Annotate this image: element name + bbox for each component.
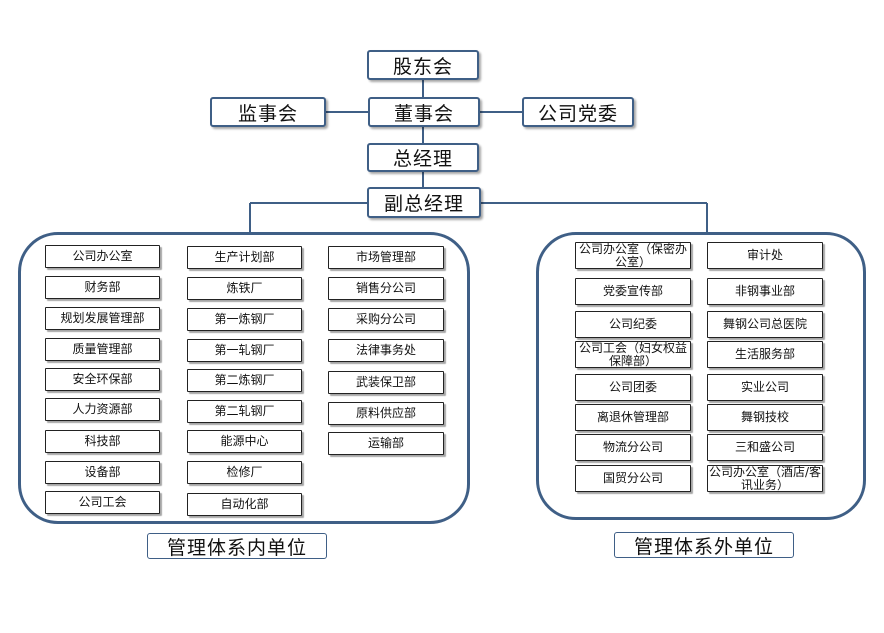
unit-label: 法律事务处 [355,343,416,357]
outer-col1-unit: 公司团委 [575,374,691,401]
unit-label: 武装保卫部 [355,375,416,389]
unit-label: 自动化部 [220,497,269,511]
outer-col1-unit: 离退休管理部 [575,404,691,431]
outer-col2-unit: 公司办公室（酒店/客讯业务） [707,465,823,492]
outer-col2-unit: 非钢事业部 [707,278,823,305]
outer-col1-unit: 公司工会（妇女权益保障部） [575,341,691,368]
inner-col2-unit: 检修厂 [187,461,302,484]
inner-col1-unit: 安全环保部 [45,368,160,391]
unit-label: 公司工会 [78,495,127,509]
unit-label: 原料供应部 [355,406,416,420]
inner-col2-unit: 炼铁厂 [187,277,302,300]
board-label: 董事会 [393,102,454,125]
inner-col3-unit: 采购分公司 [328,308,444,331]
inner-col2-unit: 能源中心 [187,430,302,453]
unit-label: 舞钢技校 [740,410,789,424]
outer-col2-unit: 舞钢技校 [707,404,823,431]
outer-col2-unit: 三和盛公司 [707,434,823,461]
outer-col2-unit: 生活服务部 [707,341,823,368]
unit-label: 生产计划部 [214,250,275,264]
party-committee-box: 公司党委 [522,97,634,127]
supervisors-box: 监事会 [210,97,326,127]
unit-label: 离退休管理部 [596,410,669,424]
unit-label: 审计处 [746,248,783,262]
board-box: 董事会 [368,97,480,127]
unit-label: 人力资源部 [72,402,133,416]
outer-col1-unit: 公司办公室（保密办公室） [575,242,691,269]
outer-col1-unit: 国贸分公司 [575,465,691,492]
unit-label: 运输部 [367,436,404,450]
unit-label: 第一炼钢厂 [214,312,275,326]
inner-col1-unit: 设备部 [45,461,160,484]
general-manager-label: 总经理 [392,148,453,170]
inner-col2-unit: 第二轧钢厂 [187,400,302,423]
inner-col1-unit: 质量管理部 [45,338,160,361]
supervisors-label: 监事会 [237,102,298,125]
inner-col1-unit: 科技部 [45,430,160,453]
outer-col2-unit: 舞钢公司总医院 [707,311,823,338]
unit-label: 规划发展管理部 [60,311,145,325]
unit-label: 第二炼钢厂 [214,373,275,387]
unit-label: 销售分公司 [355,281,416,295]
unit-label: 科技部 [84,434,121,448]
outer-col1-unit: 党委宣传部 [575,278,691,305]
inner-caption-label: 管理体系内单位 [166,536,307,559]
unit-label: 公司团委 [608,380,657,394]
inner-col3-unit: 原料供应部 [328,402,444,425]
unit-label: 市场管理部 [355,250,416,264]
inner-col3-unit: 销售分公司 [328,277,444,300]
inner-col1-unit: 公司工会 [45,491,160,514]
inner-col2-unit: 第一炼钢厂 [187,308,302,331]
inner-col2-unit: 第二炼钢厂 [187,369,302,392]
unit-label: 第一轧钢厂 [214,343,275,357]
unit-label: 财务部 [84,280,121,294]
inner-caption: 管理体系内单位 [147,533,327,559]
shareholders-box: 股东会 [367,50,479,80]
inner-col2-unit: 自动化部 [187,493,302,516]
inner-col1-unit: 公司办公室 [45,245,160,268]
unit-label: 安全环保部 [72,372,133,386]
unit-label: 生活服务部 [734,347,795,361]
inner-col3-unit: 市场管理部 [328,246,444,269]
outer-caption-label: 管理体系外单位 [633,535,774,558]
unit-label: 能源中心 [220,434,269,448]
outer-caption: 管理体系外单位 [614,532,794,558]
unit-label: 质量管理部 [72,342,133,356]
unit-label: 第二轧钢厂 [214,404,275,418]
unit-label: 实业公司 [740,380,789,394]
unit-label: 非钢事业部 [734,284,795,298]
shareholders-label: 股东会 [392,55,453,78]
unit-label: 公司工会（妇女权益保障部） [578,341,687,368]
deputy-gm-label: 副总经理 [383,193,464,215]
inner-col3-unit: 运输部 [328,432,444,455]
inner-col2-unit: 生产计划部 [187,246,302,269]
outer-col1-unit: 公司纪委 [575,311,691,338]
unit-label: 采购分公司 [355,312,416,326]
unit-label: 公司纪委 [608,317,657,331]
unit-label: 党委宣传部 [602,284,663,298]
unit-label: 设备部 [84,465,121,479]
outer-col2-unit: 实业公司 [707,374,823,401]
inner-col1-unit: 财务部 [45,276,160,299]
inner-col2-unit: 第一轧钢厂 [187,339,302,362]
outer-col2-unit: 审计处 [707,242,823,269]
unit-label: 公司办公室 [72,249,133,263]
unit-label: 国贸分公司 [602,471,663,485]
inner-col3-unit: 法律事务处 [328,339,444,362]
party-committee-label: 公司党委 [537,102,618,125]
unit-label: 公司办公室（酒店/客讯业务） [708,465,822,492]
deputy-gm-box: 副总经理 [367,187,481,218]
inner-col1-unit: 人力资源部 [45,398,160,421]
unit-label: 三和盛公司 [734,440,795,454]
inner-col1-unit: 规划发展管理部 [45,307,160,330]
unit-label: 炼铁厂 [226,281,263,295]
unit-label: 物流分公司 [602,440,663,454]
unit-label: 检修厂 [226,465,263,479]
outer-col1-unit: 物流分公司 [575,434,691,461]
unit-label: 公司办公室（保密办公室） [578,242,687,269]
general-manager-box: 总经理 [367,143,479,172]
unit-label: 舞钢公司总医院 [722,317,807,331]
inner-col3-unit: 武装保卫部 [328,371,444,394]
